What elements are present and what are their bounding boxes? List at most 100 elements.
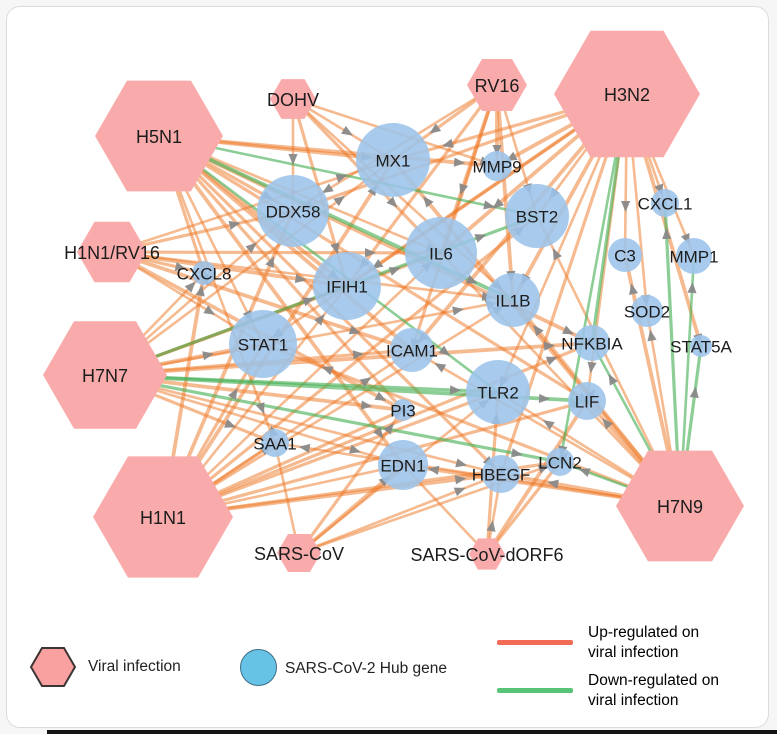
arrowhead xyxy=(537,464,550,474)
gene-node-IL6[interactable] xyxy=(405,217,477,289)
node-label-C3: C3 xyxy=(614,247,636,266)
arrowhead xyxy=(288,154,298,165)
arrowhead xyxy=(265,256,274,269)
bottom-bar xyxy=(47,730,777,734)
virus-node-SARSCoVdORF6[interactable] xyxy=(469,538,505,570)
arrowhead xyxy=(224,419,237,428)
edge-SARSCoV-HBEGF xyxy=(297,472,503,555)
edge-H1N1-IL1B xyxy=(161,298,515,519)
arrowhead xyxy=(228,220,241,230)
gene-node-STAT5A[interactable] xyxy=(690,335,712,357)
node-label-RV16: RV16 xyxy=(475,76,520,96)
arrowhead xyxy=(449,385,462,395)
virus-node-H3N2[interactable] xyxy=(554,30,700,158)
node-label-DOHV: DOHV xyxy=(267,90,319,110)
gene-node-SAA1[interactable] xyxy=(261,429,289,457)
gene-node-ICAM1[interactable] xyxy=(390,328,434,372)
arrowhead xyxy=(545,356,558,366)
arrowhead xyxy=(511,448,523,458)
arrowhead xyxy=(245,242,257,254)
arrowhead xyxy=(474,234,487,243)
arrowhead xyxy=(302,297,315,307)
virus-node-H1N1RV16[interactable] xyxy=(77,221,147,283)
arrowhead xyxy=(321,183,334,194)
arrowhead xyxy=(647,329,657,342)
arrowhead xyxy=(359,377,372,388)
hub-gene-label: SARS-CoV-2 Hub gene xyxy=(285,660,447,677)
gene-node-DDX58[interactable] xyxy=(257,175,329,247)
viral-infection-label: Viral infection xyxy=(88,658,181,675)
virus-node-H5N1[interactable] xyxy=(95,80,223,192)
arrowhead xyxy=(203,305,216,315)
gene-node-CXCL8[interactable] xyxy=(192,261,216,285)
edge-H7N7-MX1 xyxy=(103,158,395,377)
arrowhead xyxy=(330,242,340,255)
node-label-NFKBIA: NFKBIA xyxy=(561,335,623,354)
down-regulated-line-swatch xyxy=(497,688,573,693)
node-label-MMP9: MMP9 xyxy=(472,158,521,177)
gene-node-LIF[interactable] xyxy=(568,382,606,420)
gene-node-IL1B[interactable] xyxy=(486,273,540,327)
node-label-ICAM1: ICAM1 xyxy=(386,342,438,361)
arrowhead xyxy=(427,465,440,475)
gene-node-CXCL1[interactable] xyxy=(651,189,679,217)
gene-node-TLR2[interactable] xyxy=(466,360,530,424)
arrowhead xyxy=(621,200,631,213)
edge-H1N1RV16-ICAM1 xyxy=(110,250,414,352)
arrowhead xyxy=(587,361,597,374)
arrowhead xyxy=(629,283,639,296)
edge-SARSCoV-PI3 xyxy=(297,408,405,555)
arrowhead xyxy=(552,248,562,261)
edge-H7N9-STAT1 xyxy=(261,342,682,508)
arrowhead xyxy=(184,281,196,293)
edge-H7N9-IL6 xyxy=(439,251,682,508)
arrowhead xyxy=(492,145,502,156)
arrowhead xyxy=(335,173,348,183)
arrowhead xyxy=(360,400,373,410)
gene-node-EDN1[interactable] xyxy=(378,440,428,490)
node-label-EDN1: EDN1 xyxy=(380,457,425,476)
node-label-BST2: BST2 xyxy=(516,208,559,227)
edge-H5N1-EDN1 xyxy=(157,134,405,467)
arrowhead xyxy=(542,420,555,430)
node-label-MX1: MX1 xyxy=(376,152,411,171)
virus-node-DOHV[interactable] xyxy=(270,79,316,119)
node-label-STAT1: STAT1 xyxy=(238,336,288,355)
gene-node-MMP1[interactable] xyxy=(676,238,712,274)
arrowhead xyxy=(459,183,469,196)
gene-node-LCN2[interactable] xyxy=(546,448,574,476)
node-label-SOD2: SOD2 xyxy=(624,303,670,322)
gene-node-NFKBIA[interactable] xyxy=(574,325,610,361)
virus-node-RV16[interactable] xyxy=(467,59,527,111)
node-label-SAA1: SAA1 xyxy=(253,435,296,454)
arrowhead xyxy=(298,443,311,453)
arrowhead xyxy=(388,267,401,276)
arrowhead xyxy=(608,373,618,386)
gene-node-IFIH1[interactable] xyxy=(313,252,381,320)
arrowhead xyxy=(438,345,451,356)
virus-node-H7N9[interactable] xyxy=(616,450,744,562)
gene-node-MX1[interactable] xyxy=(356,123,430,197)
gene-node-MMP9[interactable] xyxy=(482,151,512,181)
arrowhead xyxy=(453,157,466,167)
gene-node-HBEGF[interactable] xyxy=(482,455,520,493)
gene-node-BST2[interactable] xyxy=(505,184,569,248)
gene-node-SOD2[interactable] xyxy=(631,295,663,327)
node-label-IL6: IL6 xyxy=(429,245,453,264)
arrowhead xyxy=(442,138,454,148)
arrowhead xyxy=(602,418,613,430)
arrowhead xyxy=(465,274,478,284)
virus-node-SARSCoV[interactable] xyxy=(277,533,321,573)
gene-node-STAT1[interactable] xyxy=(229,310,297,378)
node-label-CXCL8: CXCL8 xyxy=(177,265,232,284)
arrowhead xyxy=(423,196,434,208)
virus-node-H7N7[interactable] xyxy=(43,321,167,429)
gene-node-C3[interactable] xyxy=(608,238,642,272)
gene-node-PI3[interactable] xyxy=(392,399,414,421)
node-label-MMP1: MMP1 xyxy=(669,248,718,267)
virus-node-H1N1[interactable] xyxy=(93,456,233,578)
arrowhead xyxy=(687,281,697,294)
